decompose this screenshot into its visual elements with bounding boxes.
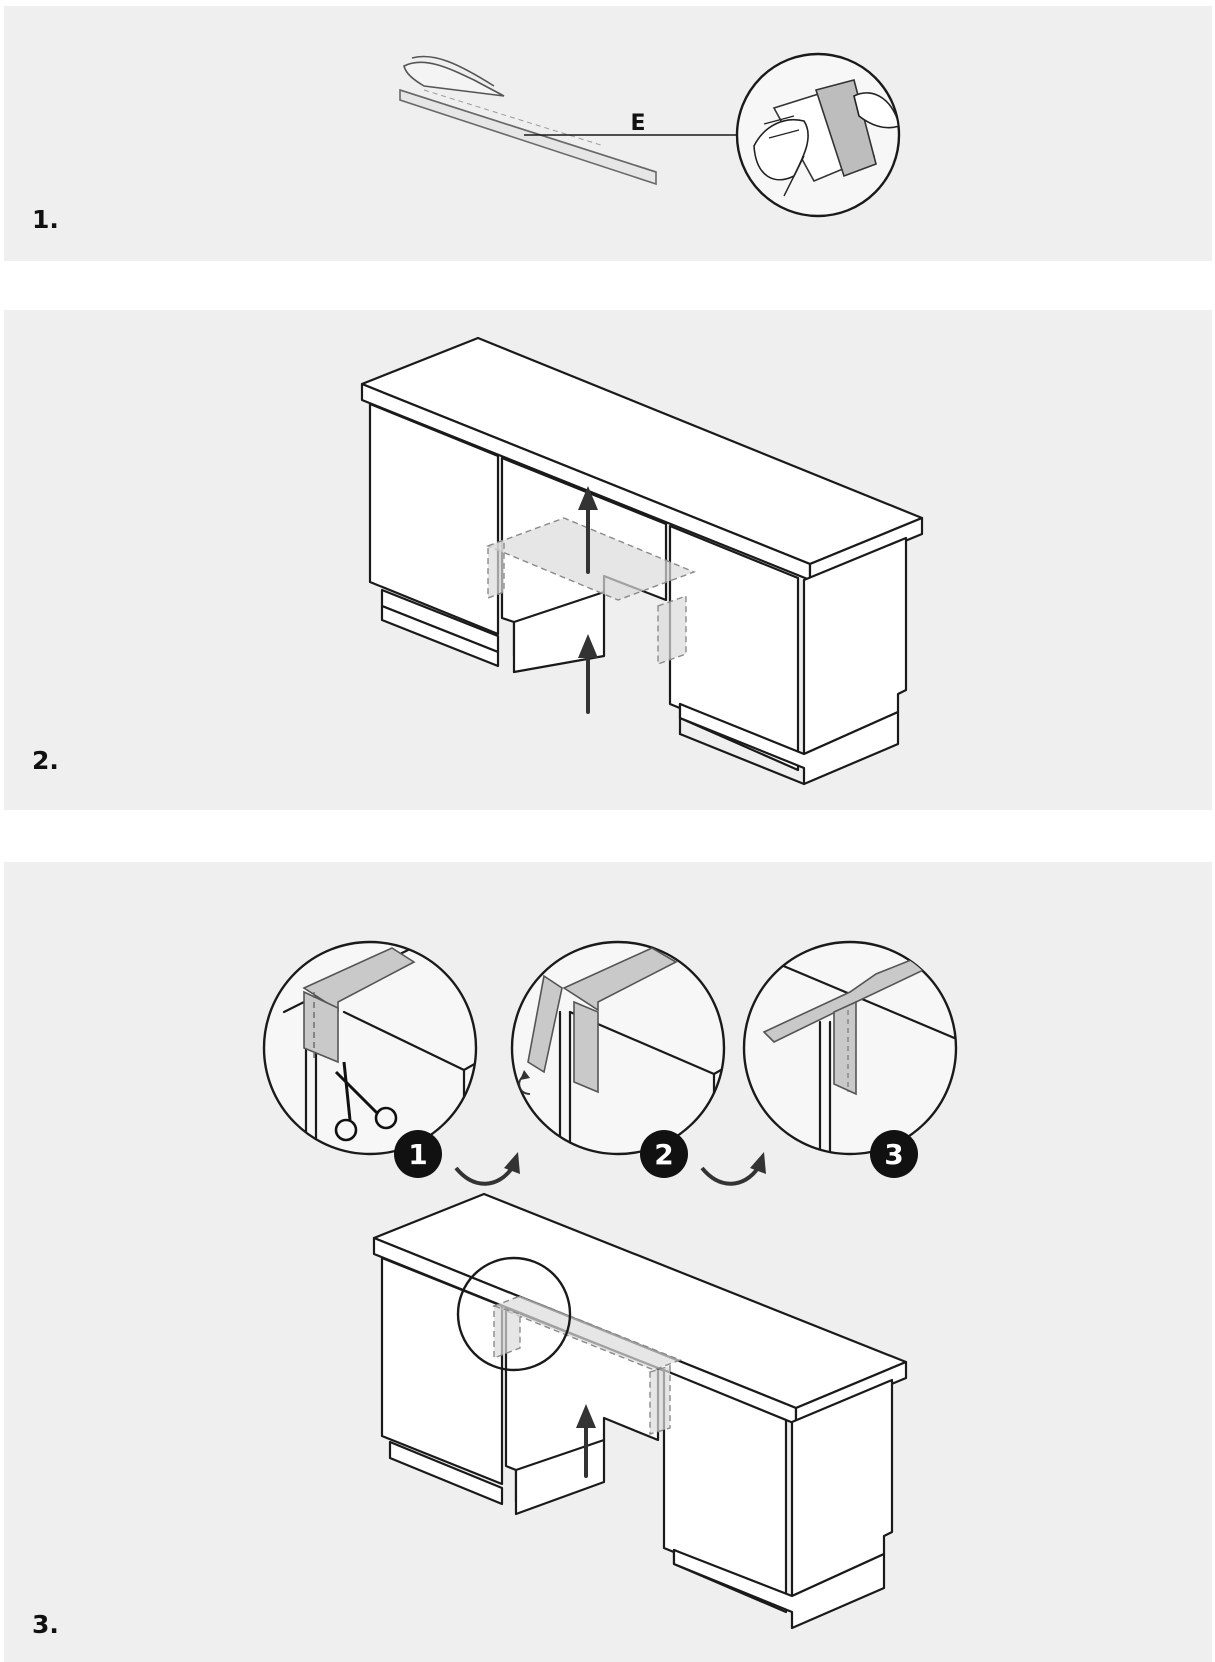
step-number-2: 2. <box>32 746 59 775</box>
upward-arrow-icon <box>578 486 598 574</box>
step-badge-2: 2 <box>640 1130 688 1178</box>
tape-strip-illustration: E <box>399 52 901 218</box>
desk-illustration-step-2 <box>360 336 924 786</box>
step-badge-1: 1 <box>394 1130 442 1178</box>
svg-text:1: 1 <box>408 1138 427 1171</box>
curved-arrow-icon <box>454 1152 520 1186</box>
step-2-panel: 2. <box>4 310 1212 810</box>
detail-circle-fold <box>510 940 726 1156</box>
step-number-1: 1. <box>32 205 59 234</box>
desk <box>372 1192 908 1630</box>
step-number-3: 3. <box>32 1610 59 1639</box>
svg-text:2: 2 <box>654 1138 673 1171</box>
step-3-panel: 1 2 <box>4 862 1212 1662</box>
upward-arrow-icon <box>576 1404 596 1478</box>
zoom-circle <box>456 1256 572 1372</box>
tape-strip-position <box>486 517 696 665</box>
label-e: E <box>630 111 645 136</box>
desk-illustration-step-3: 1 2 <box>262 940 958 1630</box>
detail-circle-cut <box>262 940 478 1156</box>
scissors-icon <box>334 1061 398 1142</box>
curved-arrow-icon <box>700 1152 766 1186</box>
step-badge-3: 3 <box>870 1130 918 1178</box>
tape-strip-position <box>492 1295 682 1435</box>
detail-circle-done <box>742 940 958 1156</box>
tape-strip <box>399 55 657 186</box>
desk <box>360 336 924 786</box>
svg-text:3: 3 <box>884 1138 903 1171</box>
peeling-detail-circle <box>735 52 901 218</box>
upward-arrow-icon <box>578 634 598 714</box>
step-1-panel: E 1. <box>4 6 1212 261</box>
